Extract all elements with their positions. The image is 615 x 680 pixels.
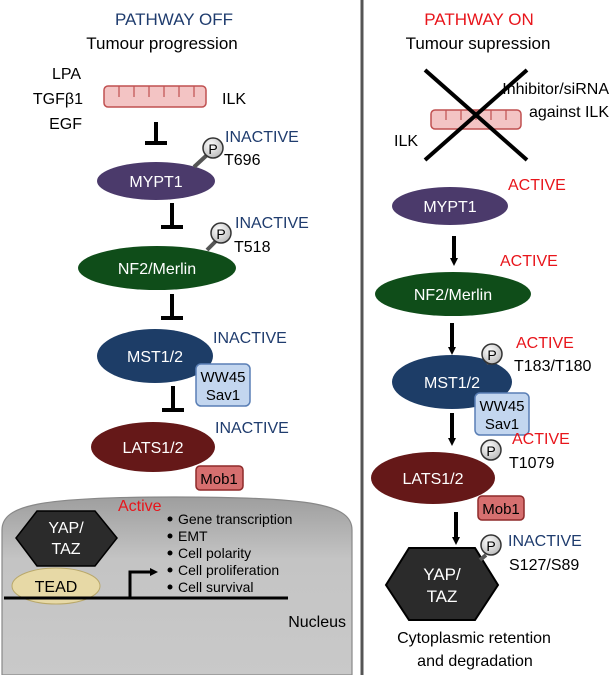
list-bullet <box>167 584 173 590</box>
inhibit-ilk-mypt1 <box>145 122 167 145</box>
list-bullet <box>167 550 173 556</box>
nf2-node-right: NF2/Merlin <box>375 272 531 316</box>
outcome-item: EMT <box>178 528 208 544</box>
outcome-item: Cell polarity <box>178 545 251 561</box>
ww45-sav1-box: WW45 Sav1 <box>195 363 251 407</box>
phospho-t183-icon: P <box>481 343 503 365</box>
p-label: P <box>486 443 495 459</box>
taz-label-right: TAZ <box>427 587 458 606</box>
mypt1-site: T696 <box>224 152 261 169</box>
list-bullet <box>167 516 173 522</box>
inhibit-nf2-mst <box>161 294 183 320</box>
ww45-label: WW45 <box>201 369 246 386</box>
mypt1-node: MYPT1 <box>97 162 215 200</box>
lats-node: LATS1/2 <box>91 422 215 472</box>
inhibit-mypt1-nf2 <box>161 203 183 229</box>
nf2-label-right: NF2/Merlin <box>414 287 492 304</box>
lats-label-right: LATS1/2 <box>402 471 463 488</box>
inhibitor-line2: against ILK <box>529 104 609 121</box>
cross-out-icon <box>423 68 529 162</box>
nf2-label: NF2/Merlin <box>118 261 196 278</box>
outcome-line1: Cytoplasmic retention <box>397 630 551 647</box>
yap-taz-node-right: YAP/ TAZ <box>384 547 500 621</box>
yap-taz-node: YAP/ TAZ <box>15 510 118 567</box>
phospho-s127-icon: P <box>480 534 502 556</box>
phospho-t1079-icon: P <box>480 439 502 461</box>
right-subtitle: Tumour supression <box>406 34 551 53</box>
yap-label: YAP/ <box>48 520 84 537</box>
mypt1-label-right: MYPT1 <box>423 199 476 216</box>
list-bullet <box>167 533 173 539</box>
yap-active-state: Active <box>118 498 162 515</box>
mst-node: MST1/2 <box>97 329 213 383</box>
yap-label-right: YAP/ <box>423 565 461 584</box>
nucleus-label: Nucleus <box>288 614 346 631</box>
nf2-site: T518 <box>234 239 271 256</box>
ilk-label: ILK <box>222 91 246 108</box>
stimulus-tgfb1: TGFβ1 <box>33 91 83 108</box>
lats-state-right: ACTIVE <box>512 431 570 448</box>
outcome-item: Gene transcription <box>178 511 292 527</box>
left-title: PATHWAY OFF <box>115 10 233 29</box>
phospho-t518-icon: P <box>210 222 232 244</box>
p-label: P <box>486 538 495 554</box>
yap-site-right: S127/S89 <box>509 557 579 574</box>
mst-state: INACTIVE <box>213 330 287 347</box>
ilk-receptor-blocked <box>430 109 522 130</box>
phospho-t696-icon: P <box>202 137 224 159</box>
nf2-state-right: ACTIVE <box>500 253 558 270</box>
left-subtitle: Tumour progression <box>86 34 238 53</box>
left-panel: PATHWAY OFF Tumour progression LPA TGFβ1… <box>1 10 353 676</box>
lats-state: INACTIVE <box>215 420 289 437</box>
right-panel: PATHWAY ON Tumour supression Inhibitor/s… <box>371 10 609 670</box>
gene-outcome-list: Gene transcription EMT Cell polarity Cel… <box>167 511 292 595</box>
taz-label: TAZ <box>51 541 80 558</box>
ilk-receptor <box>103 85 207 108</box>
p-label: P <box>487 347 496 363</box>
lats-site-right: T1079 <box>509 455 554 472</box>
mypt1-state-right: ACTIVE <box>508 177 566 194</box>
list-bullet <box>167 567 173 573</box>
tead-node: TEAD <box>11 567 101 605</box>
inhibitor-line1: Inhibitor/siRNA <box>502 81 609 98</box>
p-label: P <box>208 141 217 157</box>
mob1-label-right: Mob1 <box>482 501 520 518</box>
tead-label: TEAD <box>35 579 78 596</box>
stimulus-lpa: LPA <box>52 66 81 83</box>
mob1-box: Mob1 <box>195 465 244 491</box>
mst-label-right: MST1/2 <box>424 375 480 392</box>
mypt1-label: MYPT1 <box>129 174 182 191</box>
right-title: PATHWAY ON <box>424 10 534 29</box>
mob1-box-right: Mob1 <box>477 495 525 521</box>
transcription-arrow <box>128 568 158 598</box>
lats-label: LATS1/2 <box>122 440 183 457</box>
ww45-label-right: WW45 <box>480 398 525 415</box>
yap-state-right: INACTIVE <box>508 533 582 550</box>
nf2-node: NF2/Merlin <box>78 246 236 290</box>
lats-node-right: LATS1/2 <box>371 452 495 504</box>
ilk-label-right: ILK <box>394 133 418 150</box>
mypt1-state: INACTIVE <box>225 129 299 146</box>
p-label: P <box>216 226 225 242</box>
mst-label: MST1/2 <box>127 349 183 366</box>
mypt1-node-right: MYPT1 <box>392 187 508 225</box>
ww45-sav1-box-right: WW45 Sav1 <box>474 392 530 436</box>
outcome-line2: and degradation <box>417 653 533 670</box>
outcome-item: Cell survival <box>178 579 253 595</box>
sav1-label-right: Sav1 <box>485 416 519 433</box>
mob1-label: Mob1 <box>200 471 238 488</box>
mst-site-right: T183/T180 <box>514 358 591 375</box>
outcome-item: Cell proliferation <box>178 562 279 578</box>
nf2-state: INACTIVE <box>235 215 309 232</box>
stimulus-egf: EGF <box>49 116 82 133</box>
sav1-label: Sav1 <box>206 387 240 404</box>
inhibit-mst-lats <box>162 386 184 412</box>
mst-state-right: ACTIVE <box>516 335 574 352</box>
